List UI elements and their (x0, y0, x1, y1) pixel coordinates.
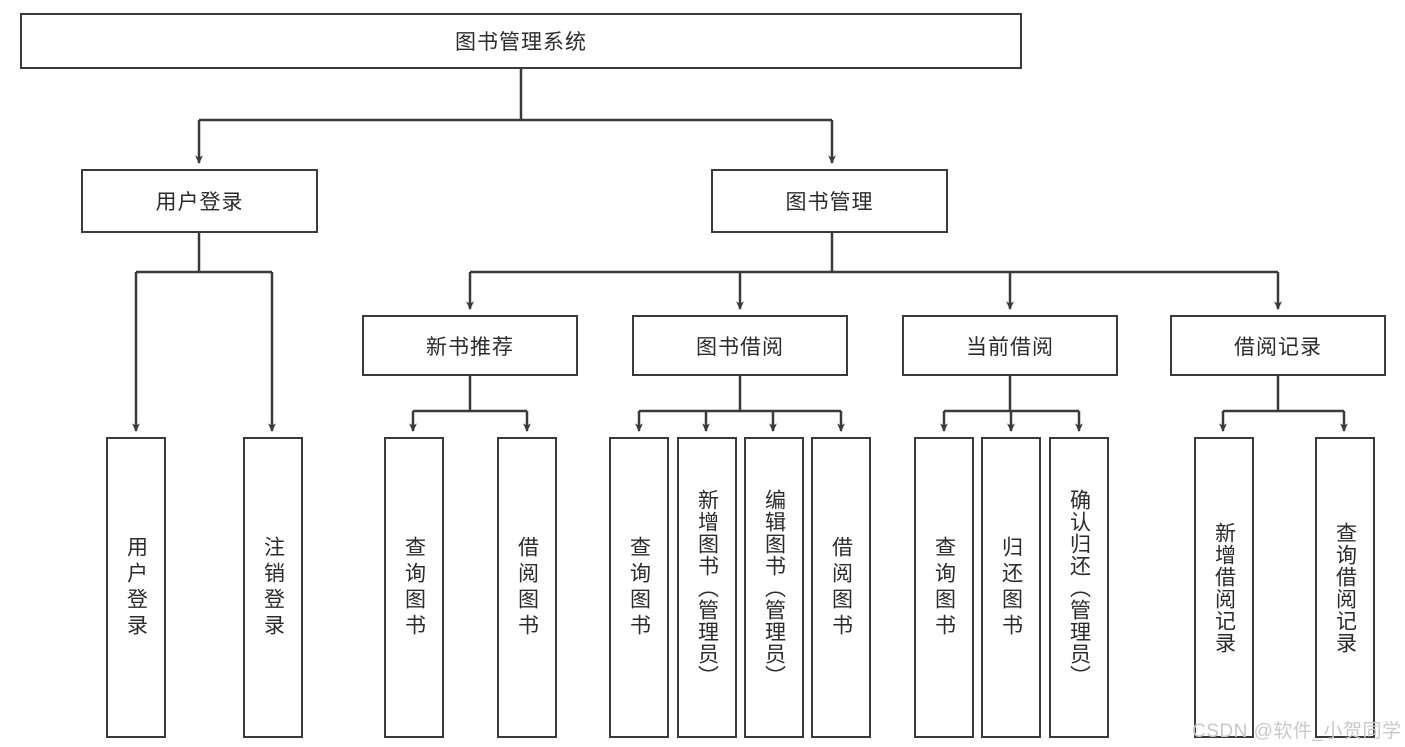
node-user-login[interactable]: 用户登录 (81, 169, 318, 233)
leaf-current-confirm-return-label: 确认归还（管理员） (1067, 488, 1091, 687)
node-current-borrow-label: 当前借阅 (966, 335, 1054, 359)
leaf-current-query-book[interactable]: 查询图书 (914, 437, 974, 738)
node-new-book-recommend[interactable]: 新书推荐 (362, 315, 578, 376)
node-book-management-label: 图书管理 (785, 191, 874, 214)
leaf-current-return-book[interactable]: 归还图书 (981, 437, 1041, 738)
leaf-logout-label: 注销登录 (261, 535, 285, 640)
node-current-borrow[interactable]: 当前借阅 (902, 315, 1118, 376)
leaf-current-confirm-return[interactable]: 确认归还（管理员） (1049, 437, 1109, 738)
leaf-borrow-borrow-book-label: 借阅图书 (829, 535, 853, 640)
node-book-borrow[interactable]: 图书借阅 (632, 315, 848, 376)
csdn-watermark-text: CSDN @软件_小贺同学 (1192, 721, 1402, 742)
node-root-label: 图书管理系统 (455, 31, 587, 54)
leaf-current-query-book-label: 查询图书 (932, 535, 956, 640)
leaf-newbook-query-book[interactable]: 查询图书 (384, 437, 444, 738)
leaf-borrow-query-book-label: 查询图书 (627, 535, 651, 640)
node-root[interactable]: 图书管理系统 (20, 13, 1022, 69)
leaf-newbook-query-book-label: 查询图书 (402, 535, 426, 640)
leaf-newbook-borrow-book-label: 借阅图书 (515, 535, 539, 640)
leaf-borrow-add-book[interactable]: 新增图书（管理员） (677, 437, 737, 738)
leaf-user-login-label: 用户登录 (124, 535, 148, 640)
leaf-records-add-record-label: 新增借阅记录 (1212, 521, 1236, 654)
node-user-login-label: 用户登录 (155, 191, 244, 214)
leaf-newbook-borrow-book[interactable]: 借阅图书 (497, 437, 557, 738)
leaf-records-query-record[interactable]: 查询借阅记录 (1315, 437, 1375, 738)
node-borrow-records-label: 借阅记录 (1234, 335, 1322, 359)
csdn-watermark: CSDN @软件_小贺同学 (1192, 716, 1401, 743)
leaf-logout[interactable]: 注销登录 (243, 437, 303, 738)
leaf-borrow-add-book-label: 新增图书（管理员） (695, 488, 719, 687)
leaf-records-query-record-label: 查询借阅记录 (1333, 521, 1357, 654)
node-new-book-recommend-label: 新书推荐 (426, 335, 514, 359)
leaf-borrow-query-book[interactable]: 查询图书 (609, 437, 669, 738)
leaf-borrow-borrow-book[interactable]: 借阅图书 (811, 437, 871, 738)
node-book-borrow-label: 图书借阅 (696, 335, 784, 359)
leaf-borrow-edit-book-label: 编辑图书（管理员） (762, 488, 786, 687)
leaf-borrow-edit-book[interactable]: 编辑图书（管理员） (744, 437, 804, 738)
leaf-current-return-book-label: 归还图书 (999, 535, 1023, 640)
leaf-user-login[interactable]: 用户登录 (106, 437, 166, 738)
node-borrow-records[interactable]: 借阅记录 (1170, 315, 1386, 376)
leaf-records-add-record[interactable]: 新增借阅记录 (1194, 437, 1254, 738)
node-book-management[interactable]: 图书管理 (711, 169, 948, 233)
